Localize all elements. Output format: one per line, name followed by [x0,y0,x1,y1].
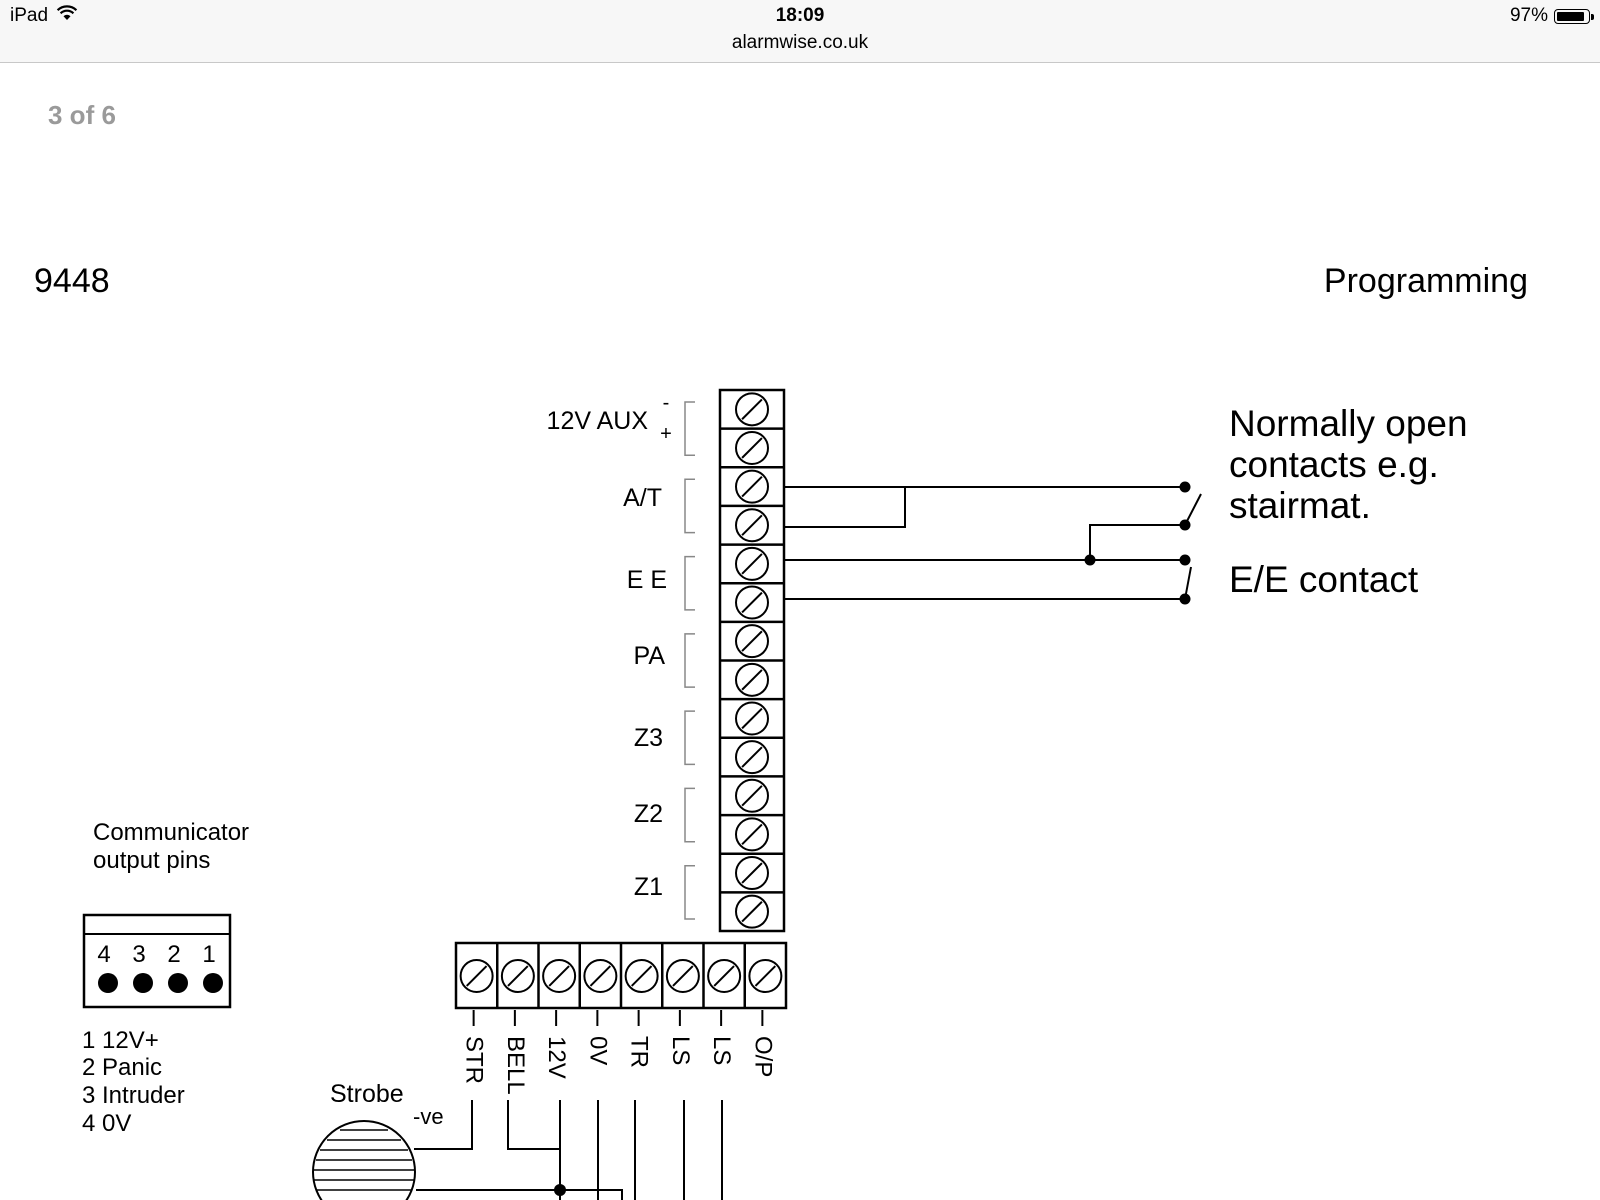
bottom-wiring [414,1100,723,1200]
status-time: 18:09 [775,5,825,26]
screw-terminal [500,959,535,993]
communicator-pin-dot [203,973,223,993]
strobe-icon [312,1120,416,1200]
battery-icon [1554,8,1594,24]
label-pa: PA [634,642,666,670]
communicator-legend: 1 12V+ 2 Panic 3 Intruder 4 0V [82,1027,191,1137]
label-12v-aux-plus: + [660,423,672,445]
screw-terminal [735,585,769,620]
screw-terminal [735,392,769,427]
bottom-terminal-label: LS [708,1036,735,1065]
horizontal-terminal-strip [454,941,788,1010]
label-at: A/T [623,484,662,512]
screw-terminal [735,856,769,891]
communicator-title-2: output pins [93,847,210,874]
page-indicator: 3 of 6 [48,100,116,130]
screw-terminal [735,624,769,659]
screw-terminal [665,959,700,993]
screw-terminal [707,959,742,993]
screw-terminal [459,959,494,993]
screw-terminal [735,778,769,813]
status-bar: iPad 18:09 alarmwise.co.uk 97% [0,0,1600,63]
terminal-group-bracket [684,787,695,843]
note-normally-open: Normally open contacts e.g. stairmat. [1229,403,1478,526]
stairmat-switch [1179,481,1202,531]
communicator-pin-number: 1 [202,941,215,968]
label-ee: E E [627,566,667,594]
document-section-title: Programming [1323,262,1528,300]
wire-junction-dot [554,1184,566,1196]
contact-wiring [785,486,1185,600]
address-bar-url[interactable]: alarmwise.co.uk [731,32,869,53]
screw-terminal [735,662,769,697]
screw-terminal [735,817,769,852]
screw-terminal [735,546,769,581]
terminal-group-labels: 12V AUX - + A/T E E PA Z3 Z2 Z1 [547,392,695,920]
screw-terminal [748,959,783,993]
screw-terminal [624,959,659,993]
bottom-terminal-label: STR [461,1036,488,1084]
communicator-pin-number: 4 [97,941,110,968]
terminal-group-bracket [684,710,695,766]
battery-percent: 97% [1509,5,1548,26]
note-ee-contact: E/E contact [1229,559,1419,600]
screw-terminal [583,959,618,993]
document-model-number: 9448 [34,262,110,300]
communicator-pin-dot [98,973,118,993]
communicator-pin-dot [133,973,153,993]
communicator-pin-number: 3 [132,941,145,968]
device-name: iPad [10,5,49,26]
screw-terminal [735,430,769,465]
communicator-title-1: Communicator [93,819,249,846]
strobe-ve-label: -ve [413,1104,444,1129]
bottom-terminal-labels: STR BELL 12V 0V TR LS LS O/P [461,1010,776,1095]
bottom-terminal-label: O/P [749,1036,776,1077]
bottom-terminal-label: 12V [543,1036,570,1079]
strobe-label: Strobe [330,1080,404,1108]
bottom-terminal-label: TR [626,1036,653,1068]
terminal-group-bracket [684,555,695,611]
terminal-group-bracket [684,478,695,534]
screw-terminal [735,740,769,775]
label-12v-aux-minus: - [663,392,670,414]
label-z3: Z3 [634,724,663,752]
screw-terminal [735,508,769,543]
label-z2: Z2 [634,800,663,828]
ee-contact-switch [1084,554,1192,605]
status-right: 97% [1509,5,1594,27]
communicator-pin-dot [168,973,188,993]
terminal-group-bracket [684,633,695,688]
vertical-terminal-strip [718,388,786,933]
screw-terminal [735,469,769,504]
status-left: iPad [10,5,78,27]
screw-terminal [542,959,577,993]
bottom-terminal-label: BELL [502,1036,529,1095]
label-z1: Z1 [634,873,663,901]
communicator-pin-number: 2 [167,941,180,968]
terminal-group-bracket [684,864,695,920]
label-12v-aux: 12V AUX [547,407,649,435]
bottom-terminal-label: LS [667,1036,694,1065]
screw-terminal [735,701,769,736]
terminal-group-bracket [684,401,695,457]
wifi-icon [56,5,78,27]
screw-terminal [735,894,769,929]
communicator-pin-block [82,913,232,1009]
bottom-terminal-label: 0V [584,1036,611,1065]
